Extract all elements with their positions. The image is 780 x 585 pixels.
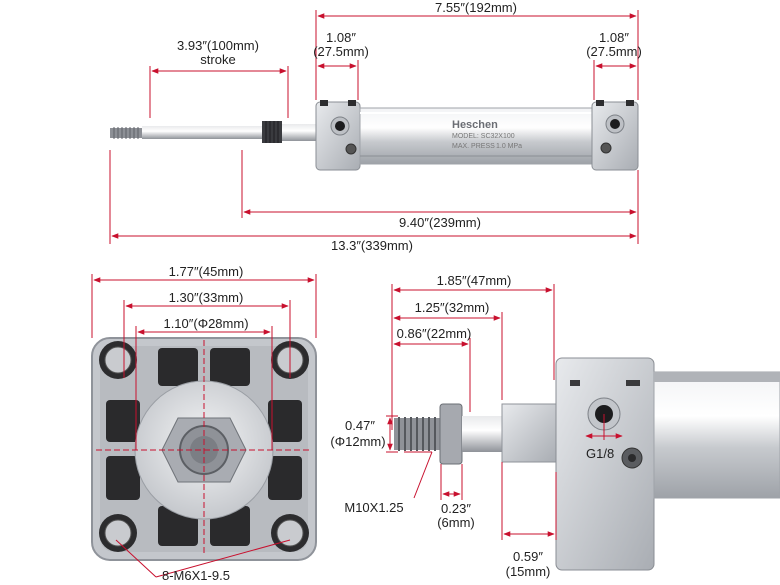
side-view: 1.85″(47mm) 1.25″(32mm) 0.86″(22mm) 0.47… (330, 273, 780, 579)
len-32-dim: 1.25″(32mm) (415, 300, 490, 315)
port-dim: G1/8 (586, 446, 614, 461)
side-cap (555, 357, 655, 571)
model-label: MODEL: SC32X100 (452, 133, 515, 140)
top-view: Heschen MODEL: SC32X100 MAX. PRESS 1.0 M… (109, 0, 642, 253)
stroke-dim: 3.93″(100mm) (177, 38, 259, 53)
length-239-dim: 9.40″(239mm) (399, 215, 481, 230)
screws-dim: 8-M6X1-9.5 (162, 568, 230, 583)
length-339-dim: 13.3″(339mm) (331, 238, 413, 253)
side-tube (653, 371, 780, 499)
bore-28-dim: 1.10″(Φ28mm) (163, 316, 248, 331)
left-cap-dim-1: 1.08″ (326, 30, 356, 45)
thread-dim: M10X1.25 (344, 500, 403, 515)
len-47-dim: 1.85″(47mm) (437, 273, 512, 288)
right-cap-dim-1: 1.08″ (599, 30, 629, 45)
side-thread (394, 417, 440, 451)
cylinder-tube (359, 107, 593, 165)
nut-6-dim-2: (6mm) (437, 515, 475, 530)
nut-6-dim-1: 0.23″ (441, 501, 471, 516)
stroke-label: stroke (200, 52, 235, 67)
spacing-33-dim: 1.30″(33mm) (169, 290, 244, 305)
side-nut (439, 403, 463, 465)
brand-label: Heschen (452, 119, 498, 131)
piston-rod (142, 126, 262, 139)
front-pockets (106, 348, 302, 546)
overall-width-dim: 7.55″(192mm) (435, 0, 517, 15)
rod-nut (262, 121, 282, 143)
dia-12-dim-1: 0.47″ (345, 418, 375, 433)
right-cap-dim-2: (27.5mm) (586, 44, 642, 59)
max-press-label: MAX. PRESS (452, 143, 495, 150)
rear-end-cap (591, 100, 639, 171)
front-end-cap (315, 100, 361, 171)
pressure-label: 1.0 MPa (496, 143, 522, 150)
rod-thread (110, 127, 142, 139)
width-45-dim: 1.77″(45mm) (169, 264, 244, 279)
shoulder-15-dim-1: 0.59″ (513, 549, 543, 564)
left-cap-dim-2: (27.5mm) (313, 44, 369, 59)
len-22-dim: 0.86″(22mm) (397, 326, 472, 341)
corner-screws (99, 341, 309, 552)
shoulder-15-dim-2: (15mm) (506, 564, 551, 579)
dia-12-dim-2: (Φ12mm) (330, 434, 385, 449)
front-view: 1.77″(45mm) 1.30″(33mm) 1.10″(Φ28mm) 8-M… (91, 264, 317, 583)
